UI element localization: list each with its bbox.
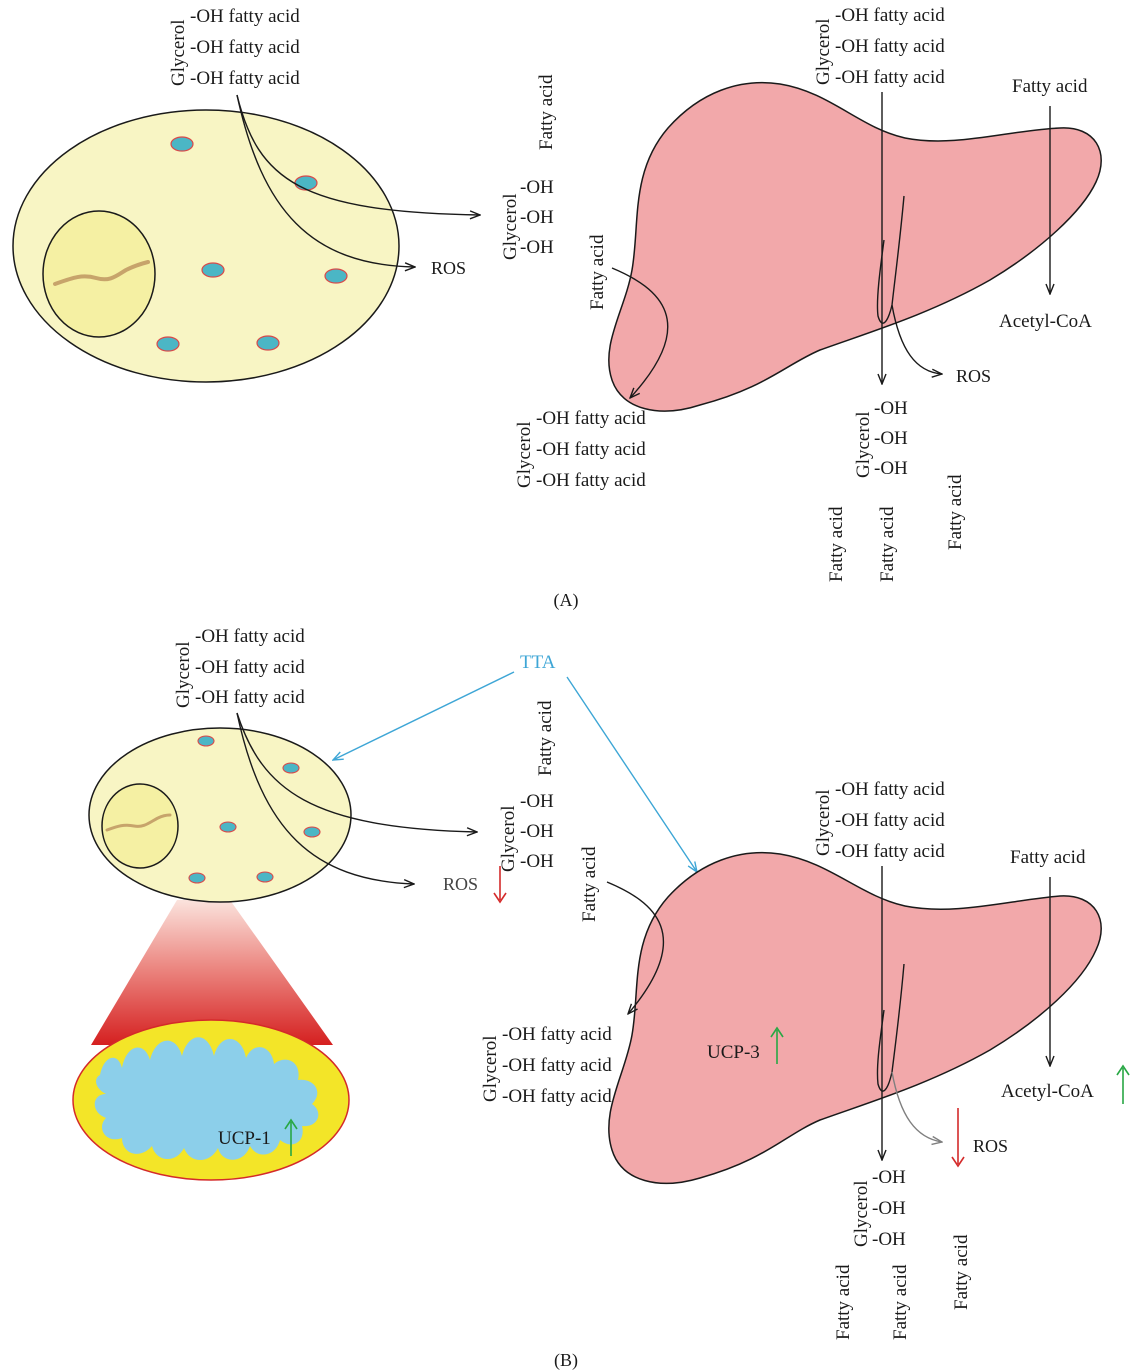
glycerol-label: Glycerol bbox=[480, 1036, 501, 1102]
tg-chain: -OH fatty acid bbox=[190, 6, 300, 27]
glycerol-oh: -OH bbox=[520, 851, 554, 872]
nucleus bbox=[43, 211, 155, 337]
tg-chain: -OH fatty acid bbox=[536, 470, 646, 491]
tg-chain: -OH fatty acid bbox=[190, 68, 300, 89]
tg-chain: -OH fatty acid bbox=[835, 779, 945, 800]
tta-label: TTA bbox=[520, 652, 556, 673]
liver-icon bbox=[609, 83, 1101, 411]
liver-ros-label: ROS bbox=[973, 1136, 1008, 1156]
acetyl-coa-label: Acetyl-CoA bbox=[1001, 1081, 1094, 1102]
glycerol-label: Glycerol bbox=[813, 790, 834, 856]
glycerol-oh: -OH bbox=[874, 398, 908, 419]
tg-chain: -OH fatty acid bbox=[835, 5, 945, 26]
bottom-fatty-acid: Fatty acid bbox=[945, 474, 966, 550]
tta-to-adipocyte-arrow bbox=[333, 672, 514, 760]
ucp3-label: UCP-3 bbox=[707, 1042, 760, 1063]
liver-ros-label: ROS bbox=[956, 366, 991, 386]
tg-chain: -OH fatty acid bbox=[536, 408, 646, 429]
fatty-acid-in-label: Fatty acid bbox=[1012, 76, 1088, 97]
free-fatty-acid-label: Fatty acid bbox=[535, 700, 556, 776]
ros-label: ROS bbox=[431, 258, 466, 278]
tg-chain: -OH fatty acid bbox=[502, 1024, 612, 1045]
fatty-acid-left-label: Fatty acid bbox=[587, 234, 608, 310]
tg-chain: -OH fatty acid bbox=[536, 439, 646, 460]
glycerol-oh: -OH bbox=[520, 177, 554, 198]
mitochondrion-icon bbox=[73, 1020, 349, 1180]
bottom-fatty-acid: Fatty acid bbox=[951, 1234, 972, 1310]
tg-chain: -OH fatty acid bbox=[195, 626, 305, 647]
glycerol-oh: -OH bbox=[872, 1167, 906, 1188]
bottom-fatty-acid: Fatty acid bbox=[877, 506, 898, 582]
adipocyte-icon bbox=[89, 728, 351, 902]
tg-chain: -OH fatty acid bbox=[502, 1086, 612, 1107]
tg-chain: -OH fatty acid bbox=[502, 1055, 612, 1076]
glycerol-oh: -OH bbox=[520, 821, 554, 842]
tg-chain: -OH fatty acid bbox=[195, 657, 305, 678]
tg-chain: -OH fatty acid bbox=[835, 36, 945, 57]
glycerol-label: Glycerol bbox=[514, 422, 535, 488]
panel-caption: (A) bbox=[554, 590, 579, 611]
panel-caption: (B) bbox=[554, 1350, 578, 1371]
free-fatty-acid-label: Fatty acid bbox=[536, 74, 557, 150]
glycerol-label: Glycerol bbox=[851, 1181, 872, 1247]
ucp1-label: UCP-1 bbox=[218, 1128, 271, 1149]
glycerol-label: Glycerol bbox=[813, 19, 834, 85]
glycerol-label: Glycerol bbox=[168, 20, 189, 86]
glycerol-oh: -OH bbox=[874, 428, 908, 449]
ros-label: ROS bbox=[443, 874, 478, 894]
bottom-fatty-acid: Fatty acid bbox=[833, 1264, 854, 1340]
adipocyte-icon bbox=[13, 110, 399, 382]
tg-chain: -OH fatty acid bbox=[835, 67, 945, 88]
glycerol-oh: -OH bbox=[872, 1229, 906, 1250]
tg-chain: -OH fatty acid bbox=[190, 37, 300, 58]
glycerol-label: Glycerol bbox=[853, 412, 874, 478]
tg-chain: -OH fatty acid bbox=[195, 687, 305, 708]
tta-to-liver-arrow bbox=[567, 677, 697, 872]
glycerol-oh: -OH bbox=[520, 207, 554, 228]
glycerol-oh: -OH bbox=[872, 1198, 906, 1219]
glycerol-label: Glycerol bbox=[498, 806, 519, 872]
tg-chain: -OH fatty acid bbox=[835, 810, 945, 831]
glycerol-label: Glycerol bbox=[173, 642, 194, 708]
glycerol-label: Glycerol bbox=[500, 194, 521, 260]
glycerol-oh: -OH bbox=[520, 791, 554, 812]
acetyl-coa-label: Acetyl-CoA bbox=[999, 311, 1092, 332]
fatty-acid-left-label: Fatty acid bbox=[579, 846, 600, 922]
bottom-fatty-acid: Fatty acid bbox=[890, 1264, 911, 1340]
panel-a: Glycerol -OH fatty acid -OH fatty acid -… bbox=[13, 5, 1101, 611]
glycerol-oh: -OH bbox=[520, 237, 554, 258]
panel-b: UCP-1 Glycerol -OH fatty acid -OH fatty … bbox=[73, 626, 1129, 1371]
liver-icon bbox=[609, 853, 1101, 1184]
fatty-acid-in-label: Fatty acid bbox=[1010, 847, 1086, 868]
bottom-fatty-acid: Fatty acid bbox=[826, 506, 847, 582]
tg-chain: -OH fatty acid bbox=[835, 841, 945, 862]
glycerol-oh: -OH bbox=[874, 458, 908, 479]
